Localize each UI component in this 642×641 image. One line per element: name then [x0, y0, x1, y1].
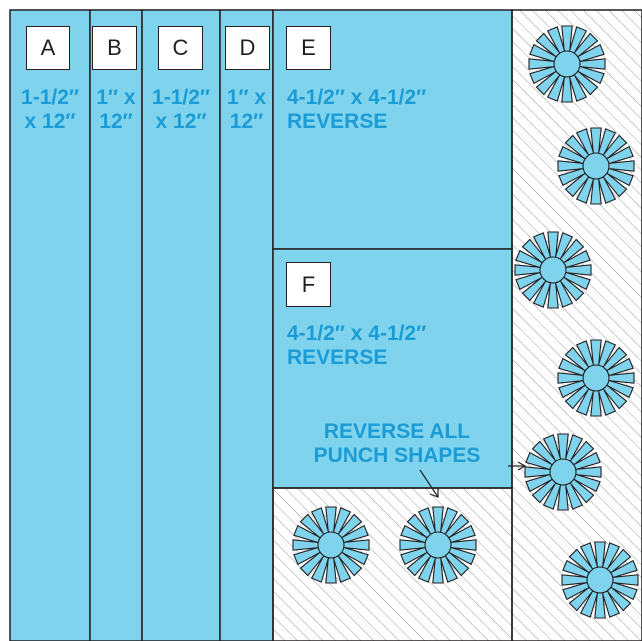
piece-c-letter: C: [158, 26, 203, 70]
piece-d-size: 1″ x 12″: [220, 86, 273, 134]
piece-e-size-line2: REVERSE: [287, 110, 507, 134]
piece-a-size: 1-1/2″ x 12″: [8, 86, 92, 134]
piece-c-size-line2: x 12″: [140, 110, 222, 134]
right-hatched-panel: [512, 10, 642, 641]
piece-c-size: 1-1/2″ x 12″: [140, 86, 222, 134]
piece-e-letter: E: [286, 26, 331, 70]
starburst-flower-icon: [558, 128, 634, 204]
piece-e-size-line1: 4-1/2″ x 4-1/2″: [287, 86, 507, 110]
piece-e-size: 4-1/2″ x 4-1/2″ REVERSE: [287, 86, 507, 134]
piece-a-letter: A: [26, 26, 70, 70]
piece-a-size-line2: x 12″: [8, 110, 92, 134]
reverse-note: REVERSE ALL PUNCH SHAPES: [282, 420, 512, 468]
starburst-flower-icon: [529, 26, 605, 102]
piece-b-size-line1: 1″ x: [90, 86, 142, 110]
starburst-flower-icon: [515, 232, 591, 308]
piece-b-letter: B: [92, 26, 137, 70]
reverse-note-line1: REVERSE ALL: [282, 420, 512, 444]
piece-b-size-line2: 12″: [90, 110, 142, 134]
reverse-note-line2: PUNCH SHAPES: [282, 444, 512, 468]
starburst-flower-icon: [525, 434, 601, 510]
piece-f-letter: F: [286, 262, 331, 307]
piece-a-size-line1: 1-1/2″: [8, 86, 92, 110]
starburst-flower-icon: [562, 542, 638, 618]
piece-d-size-line1: 1″ x: [220, 86, 273, 110]
starburst-flower-icon: [558, 340, 634, 416]
piece-d-size-line2: 12″: [220, 110, 273, 134]
piece-f-size-line1: 4-1/2″ x 4-1/2″: [287, 322, 507, 346]
piece-f-size: 4-1/2″ x 4-1/2″ REVERSE: [287, 322, 507, 370]
starburst-flower-icon: [400, 507, 476, 583]
starburst-flower-icon: [293, 507, 369, 583]
piece-f-size-line2: REVERSE: [287, 346, 507, 370]
piece-d-letter: D: [225, 26, 270, 70]
piece-c-size-line1: 1-1/2″: [140, 86, 222, 110]
piece-b-size: 1″ x 12″: [90, 86, 142, 134]
